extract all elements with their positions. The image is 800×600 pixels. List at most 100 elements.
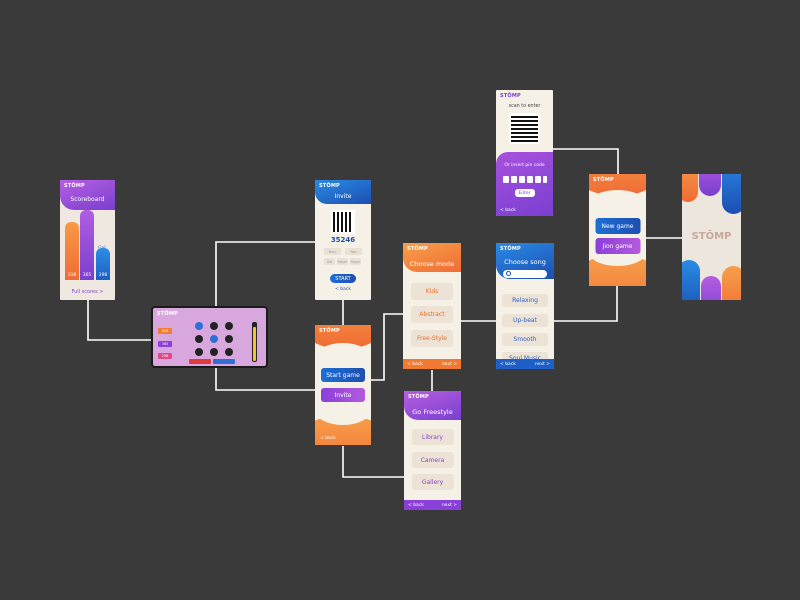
mode-footer: < back next >	[403, 359, 461, 369]
logo: STŌMP	[407, 246, 428, 252]
connector-song-home	[554, 286, 618, 322]
player-slot: Noni	[324, 248, 341, 255]
score-bar-2: 365	[80, 210, 94, 280]
next-link[interactable]: next >	[441, 502, 457, 508]
scoreboard-screen: STŌMP Scoreboard Ron 318 Noni 365 Gal 29…	[60, 180, 115, 300]
invite-button[interactable]: Invite	[321, 388, 365, 402]
game-board-screen: STŌMP 318 365 298	[151, 306, 268, 368]
freestyle-option-library[interactable]: Library	[411, 429, 454, 445]
connector-start-mode	[370, 313, 404, 381]
scan-label: scan to enter	[508, 104, 541, 109]
search-icon	[506, 271, 511, 276]
enter-button[interactable]: Enter	[514, 189, 535, 197]
next-link[interactable]: next >	[534, 361, 550, 367]
back-link[interactable]: < back	[408, 502, 424, 508]
logo: STŌMP	[408, 394, 429, 400]
full-scores-link[interactable]: Full scores >	[71, 289, 104, 295]
freestyle-option-gallery[interactable]: Gallery	[411, 474, 454, 490]
mode-option-abstract[interactable]: Abstract	[411, 306, 453, 323]
connector-game-start	[215, 368, 316, 391]
player-slot: Player	[350, 258, 361, 265]
start-screen: STŌMP Start game Invite < back	[315, 325, 371, 445]
mode-option-kids[interactable]: Kids	[411, 283, 453, 300]
pin-box[interactable]	[503, 176, 509, 183]
blue-foot-pad[interactable]	[213, 359, 235, 364]
power-meter-fill	[253, 326, 256, 361]
mode-option-freestyle[interactable]: Free-Style	[411, 330, 453, 347]
logo: STŌMP	[157, 311, 178, 317]
song-footer: < back next >	[496, 359, 554, 369]
start-button[interactable]: START	[330, 274, 356, 283]
song-option[interactable]: Up-beat	[502, 314, 548, 327]
song-title: Choose song	[504, 258, 546, 266]
new-game-button[interactable]: New game	[595, 218, 640, 234]
stomp-pad[interactable]	[195, 322, 203, 330]
next-link[interactable]: next >	[441, 361, 457, 367]
power-meter	[252, 322, 257, 362]
freestyle-option-camera[interactable]: Camera	[411, 452, 454, 468]
mode-title: Choose mode	[409, 260, 455, 268]
mode-header	[403, 243, 461, 272]
player-slot: Ran	[345, 248, 362, 255]
back-link[interactable]: < back	[500, 208, 516, 213]
score-chip-2: 365	[158, 341, 172, 347]
invite-title: Invite	[334, 193, 352, 200]
pin-box[interactable]	[511, 176, 517, 183]
scoreboard-title: Scoreboard	[70, 196, 105, 203]
logo: STŌMP	[500, 246, 521, 252]
splash-logo: STŌMP	[691, 231, 732, 242]
invite-screen: STŌMP Invite 35246 Noni Ran Gal Player P…	[315, 180, 371, 300]
back-link[interactable]: < back	[407, 361, 423, 367]
splash-screen: STŌMP	[682, 174, 741, 300]
pin-box[interactable]	[535, 176, 541, 183]
start-game-button[interactable]: Start game	[321, 368, 365, 382]
red-foot-pad[interactable]	[189, 359, 211, 364]
song-option[interactable]: Relaxing	[502, 294, 548, 307]
song-search-input[interactable]	[503, 270, 547, 278]
logo: STŌMP	[64, 183, 85, 189]
join-panel	[496, 152, 553, 216]
stomp-pad[interactable]	[210, 348, 218, 356]
deco-pill	[722, 174, 741, 214]
pin-box[interactable]	[527, 176, 533, 183]
qr-code	[509, 113, 540, 144]
stomp-pad[interactable]	[210, 322, 218, 330]
logo: STŌMP	[500, 93, 521, 99]
back-link[interactable]: < back	[500, 361, 516, 367]
stomp-pad[interactable]	[195, 335, 203, 343]
connector-scoreboard-game	[87, 300, 155, 341]
connector-game-invite	[215, 241, 316, 308]
player-slot: Gal	[324, 258, 335, 265]
pin-box[interactable]	[519, 176, 525, 183]
stomp-pad[interactable]	[225, 322, 233, 330]
song-option[interactable]: Smooth	[502, 333, 548, 346]
deco-pill	[682, 174, 698, 202]
invite-pin: 35246	[330, 236, 356, 244]
freestyle-title: Go Freestyle	[412, 408, 453, 416]
freestyle-header	[404, 391, 461, 420]
score-bar-1: 318	[65, 222, 79, 280]
join-game-button[interactable]: Jion game	[595, 238, 640, 254]
pin-box[interactable]	[543, 176, 547, 183]
deco-pill	[722, 266, 741, 300]
score-chip-1: 318	[158, 328, 172, 334]
stomp-pad[interactable]	[225, 335, 233, 343]
qr-code	[331, 210, 355, 234]
logo: STŌMP	[319, 328, 340, 334]
choose-mode-screen: STŌMP Choose mode Kids Abstract Free-Sty…	[403, 243, 461, 369]
invite-header	[315, 180, 371, 204]
back-link[interactable]: < back	[320, 436, 336, 441]
logo: STŌMP	[593, 177, 614, 183]
score-chip-3: 298	[158, 353, 172, 359]
stomp-pad[interactable]	[210, 335, 218, 343]
start-cream-panel	[315, 343, 371, 425]
back-link[interactable]: < back	[335, 287, 351, 292]
stomp-pad[interactable]	[225, 348, 233, 356]
choose-song-screen: STŌMP Choose song Relaxing Up-beat Smoot…	[496, 243, 554, 369]
home-screen: STŌMP New game Jion game	[589, 174, 646, 286]
scoreboard-header	[60, 180, 115, 210]
stomp-pad[interactable]	[195, 348, 203, 356]
deco-pill	[682, 260, 700, 300]
pin-label: Or insert pin code	[504, 163, 545, 168]
